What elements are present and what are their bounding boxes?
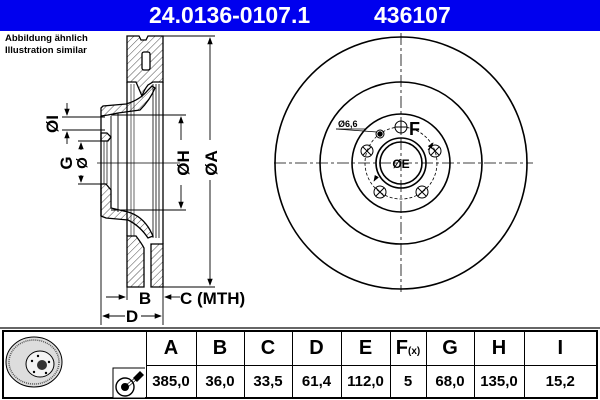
label-I: ØI — [43, 115, 62, 133]
product-image-cell — [2, 330, 147, 399]
label-G-dia: Ø — [74, 157, 91, 169]
label-E: ØE — [392, 157, 409, 171]
value-B: 36,0 — [195, 364, 245, 399]
note-de: Abbildung ähnlich — [5, 33, 88, 44]
bolt-holes — [360, 120, 442, 199]
value-C: 33,5 — [243, 364, 293, 399]
header-H: H — [473, 330, 525, 366]
label-hole-dia: Ø6,6 — [338, 119, 358, 129]
label-B: B — [139, 289, 151, 308]
header-F: F(x) — [389, 330, 427, 366]
illustration-note: Abbildung ähnlich Illustration similar — [5, 33, 88, 57]
technical-drawing: ØI G Ø ØH ØA B C (MTH) D — [43, 33, 533, 326]
spec-table: A B C D E F(x) G H I 385,0 36,0 33,5 61,… — [2, 330, 598, 399]
value-H: 135,0 — [473, 364, 525, 399]
spec-header-row: A B C D E F(x) G H I — [2, 330, 598, 399]
value-E: 112,0 — [340, 364, 391, 399]
note-en: Illustration similar — [5, 45, 87, 56]
reference-number: 436107 — [374, 2, 451, 28]
front-view — [274, 33, 533, 292]
header-E: E — [340, 330, 391, 366]
value-F: 5 — [389, 364, 427, 399]
separator — [0, 327, 600, 329]
value-D: 61,4 — [291, 364, 342, 399]
label-A: ØA — [202, 150, 221, 176]
value-A: 385,0 — [145, 364, 197, 399]
front-labels: Ø6,6 F ØE — [338, 119, 420, 171]
dimension-lines — [62, 35, 215, 325]
label-C: C (MTH) — [180, 289, 245, 308]
value-G: 68,0 — [425, 364, 475, 399]
label-D: D — [126, 307, 138, 326]
header-C: C — [243, 330, 293, 366]
dimension-labels: ØI G Ø ØH ØA B C (MTH) D — [43, 115, 245, 326]
cross-section-view — [97, 35, 180, 288]
lubricant-spray-icon — [115, 371, 144, 397]
spec-value-row: 385,0 36,0 33,5 61,4 112,0 5 68,0 135,0 … — [3, 364, 598, 399]
header-D: D — [291, 330, 342, 366]
label-F: F — [409, 119, 420, 139]
header-F-label: F — [395, 336, 408, 359]
header-F-suffix: (x) — [407, 345, 421, 357]
header-A: A — [145, 330, 197, 366]
title-bar: 24.0136-0107.1 436107 — [0, 0, 600, 31]
header-B: B — [195, 330, 245, 366]
part-number: 24.0136-0107.1 — [149, 2, 311, 28]
label-G: G — [57, 156, 76, 169]
header-I: I — [523, 330, 598, 366]
value-I: 15,2 — [523, 364, 598, 399]
label-H: ØH — [174, 150, 193, 176]
header-G: G — [425, 330, 475, 366]
